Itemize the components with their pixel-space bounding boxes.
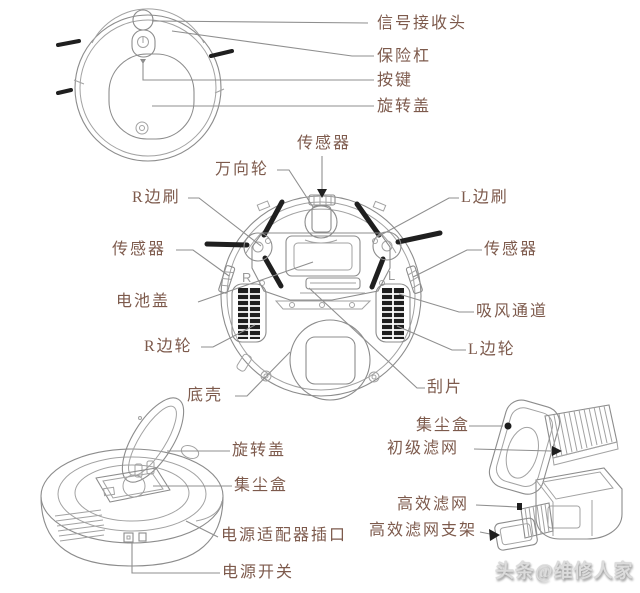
label-power-adapter-port: 电源适配器插口 [221,527,348,544]
right-wheel-part [231,283,267,343]
dust-bin-hatch-part [289,319,371,401]
left-side-brush-part [354,201,443,290]
arrow-sensor-top [317,189,327,198]
label-persp-rotating-cover: 旋转盖 [232,442,287,459]
label-signal-receiver: 信号接收头 [377,15,468,32]
watermark-text: 头条@维修人家 [495,561,634,582]
label-scraper: 刮片 [427,379,464,396]
label-dust-box: 集尘盒 [416,417,471,434]
right-side-brush-part [204,199,285,289]
label-bumper: 保险杠 [377,48,432,65]
leader-bottom-shell [235,351,291,397]
leader-sensor-right [412,249,482,278]
letter-r: R [242,270,251,285]
power-button-part [131,29,156,64]
leader-l-wheel [396,325,466,351]
leader-power-switch [131,542,220,574]
leader-sensor-left [176,249,230,277]
label-sensor-left: 传感器 [112,241,167,258]
label-sensor-right: 传感器 [484,241,539,258]
leader-universal-wheel [277,169,314,208]
letter-l: L [388,268,395,283]
label-r-side-brush: R边刷 [132,189,181,206]
label-hepa-filter: 高效滤网 [397,496,470,513]
leader-l-side-brush [376,197,459,238]
robot-top-view-figure [56,8,234,162]
left-rim-sensor-part [218,265,236,294]
label-universal-wheel: 万向轮 [215,161,270,178]
battery-cover-part [251,232,391,301]
arrow-primary-filter [552,446,562,456]
leader-battery-cover [197,261,314,303]
leader-power-adapter-port [185,520,219,538]
robot-perspective-figure [40,397,224,567]
robot-bottom-view-figure: R L [204,194,443,401]
leader-hepa-bracket [479,531,491,535]
label-persp-dust-box: 集尘盒 [234,477,289,494]
vent-grille-part [54,509,106,542]
leader-r-wheel [201,324,256,348]
dust-box-exploded-figure [488,399,623,551]
label-l-wheel: L边轮 [468,341,516,358]
label-primary-filter: 初级滤网 [387,440,460,457]
leader-scraper [308,287,425,389]
leader-bumper [171,30,374,57]
label-bottom-shell: 底壳 [187,387,224,404]
label-suction-channel: 吸风通道 [476,303,549,320]
label-top-rotating-cover: 旋转盖 [377,98,432,115]
label-r-wheel: R边轮 [144,338,193,355]
leader-signal-receiver [151,20,369,24]
label-sensor-top: 传感器 [297,135,352,152]
label-hepa-filter-bracket: 高效滤网支架 [369,522,478,539]
suction-channel-part [300,277,365,294]
leader-suction-channel [398,293,474,313]
hepa-filter-part [520,502,554,539]
label-power-switch: 电源开关 [222,564,295,581]
arrow-hepa-bracket [489,529,500,541]
universal-wheel-part [304,205,338,244]
dot-hepa-filter [517,503,522,510]
dust-box-in-bay-part [95,467,171,503]
leader-primary-filter [473,448,552,452]
leader-hepa-filter [475,504,518,508]
label-button: 按键 [377,72,414,89]
power-switch-part [123,532,147,543]
leader-lines [131,20,562,574]
leader-r-side-brush [188,197,262,247]
label-l-side-brush: L边刷 [461,189,509,206]
right-rim-sensor-part [405,265,423,294]
left-wheel-part [375,283,411,343]
dust-box-body-part [535,467,623,540]
dust-box-lid-part [488,399,561,495]
label-battery-cover: 电池盖 [116,293,171,310]
primary-filter-part [544,404,619,466]
hepa-bracket-part [494,517,538,551]
leader-button [142,60,374,81]
dot-dust-box [504,422,512,430]
